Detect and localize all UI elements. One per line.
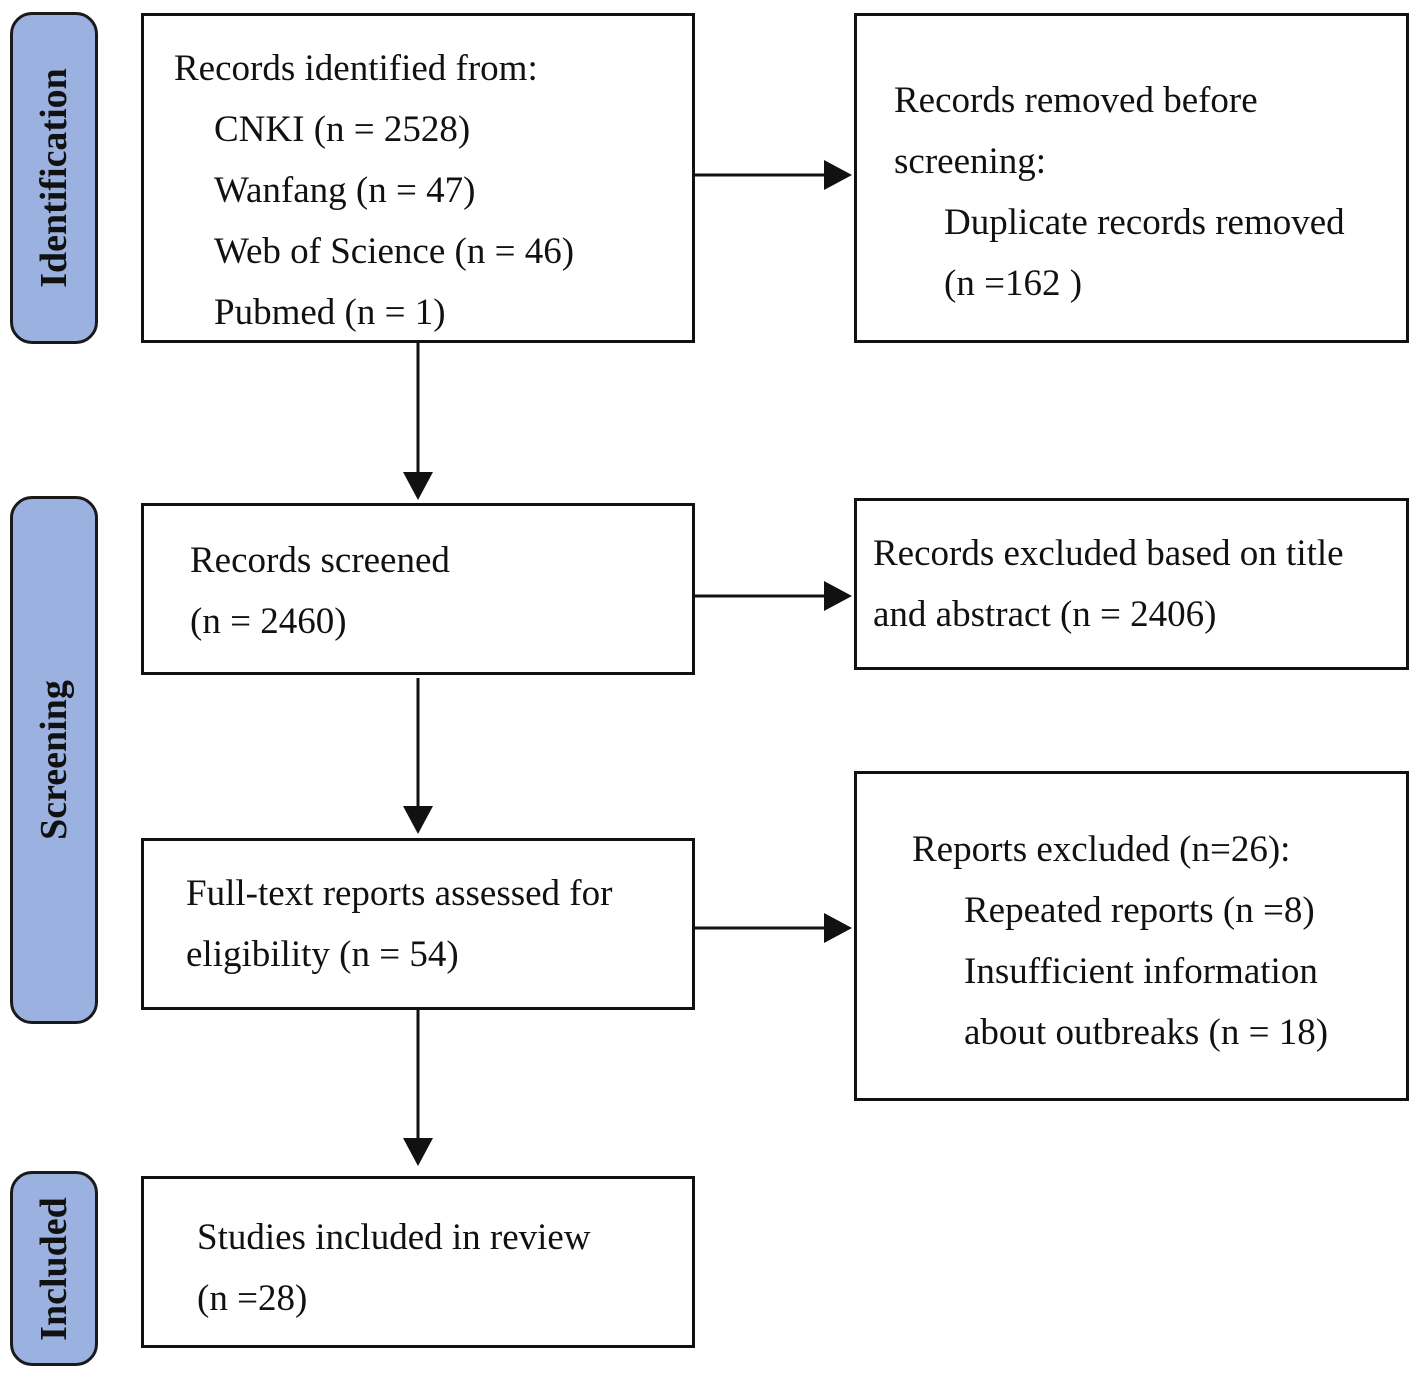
- source-cnki: CNKI (n = 2528): [214, 109, 471, 150]
- records-excluded-box: Records excluded based on title and abst…: [854, 498, 1409, 670]
- phase-included: Included: [10, 1171, 98, 1366]
- records-excluded-line1: Records excluded based on title: [873, 533, 1344, 574]
- reports-excluded-line1: Reports excluded (n=26):: [912, 829, 1291, 870]
- source-wanfang: Wanfang (n = 47): [214, 170, 476, 211]
- records-identified-box: Records identified from: CNKI (n = 2528)…: [141, 13, 695, 343]
- phase-identification: Identification: [10, 12, 98, 344]
- records-removed-line3: Duplicate records removed: [944, 202, 1345, 243]
- records-screened-box: Records screened (n = 2460): [141, 503, 695, 675]
- studies-included-line2: (n =28): [197, 1278, 308, 1319]
- arrowhead-identified-to-screened: [403, 472, 433, 500]
- arrowhead-screened-to-excluded: [824, 581, 852, 611]
- arrowhead-screened-to-fulltext: [403, 806, 433, 834]
- fulltext-assessed-line1: Full-text reports assessed for: [186, 873, 613, 914]
- records-identified-title: Records identified from:: [174, 48, 538, 89]
- fulltext-assessed-box: Full-text reports assessed for eligibili…: [141, 838, 695, 1010]
- records-screened-line1: Records screened: [190, 540, 450, 581]
- reports-excluded-line4: about outbreaks (n = 18): [964, 1012, 1329, 1053]
- arrowhead-fulltext-to-reports-excluded: [824, 913, 852, 943]
- phase-screening: Screening: [10, 496, 98, 1024]
- reports-excluded-box: Reports excluded (n=26): Repeated report…: [854, 771, 1409, 1101]
- records-removed-line2: screening:: [894, 141, 1047, 182]
- studies-included-line1: Studies included in review: [197, 1217, 591, 1258]
- records-screened-line2: (n = 2460): [190, 601, 347, 642]
- records-removed-line1: Records removed before: [894, 80, 1258, 121]
- fulltext-assessed-line2: eligibility (n = 54): [186, 934, 459, 975]
- studies-included-box: Studies included in review (n =28): [141, 1176, 695, 1348]
- records-removed-box: Records removed before screening: Duplic…: [854, 13, 1409, 343]
- reports-excluded-line2: Repeated reports (n =8): [964, 890, 1315, 931]
- reports-excluded-line3: Insufficient information: [964, 951, 1318, 992]
- records-excluded-line2: and abstract (n = 2406): [873, 594, 1217, 635]
- source-pubmed: Pubmed (n = 1): [214, 292, 446, 333]
- arrowhead-fulltext-to-included: [403, 1138, 433, 1166]
- records-removed-line4: (n =162 ): [944, 263, 1083, 304]
- arrowhead-identified-to-removed: [824, 160, 852, 190]
- source-web-of-science: Web of Science (n = 46): [214, 231, 575, 272]
